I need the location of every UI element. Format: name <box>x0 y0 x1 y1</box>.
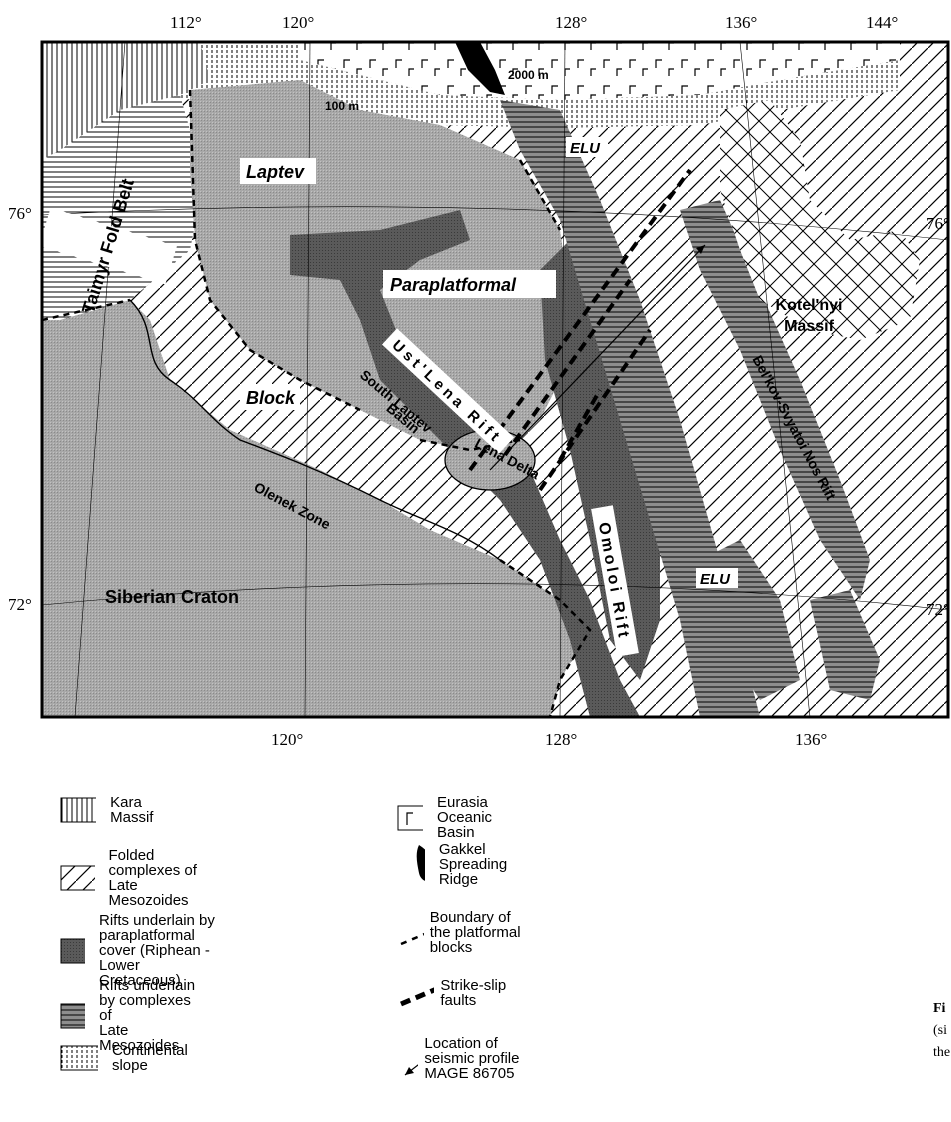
legend-label-kara: Kara Massif <box>110 794 154 826</box>
rift-mesozoides-band-1 <box>500 100 760 717</box>
top-tick-136: 136° <box>725 13 758 32</box>
rift-mesozoides-band-3 <box>810 590 880 700</box>
legend-label-strikeslip: Strike-slip faults <box>440 977 507 1009</box>
platformal-boundary-2 <box>499 558 592 717</box>
right-tick-72: 72° <box>926 600 950 619</box>
label-elu-1: ELU <box>570 140 601 157</box>
caption-fragment-3: the <box>933 1045 951 1060</box>
siberian-craton-area <box>42 300 590 717</box>
omoloi-rift-area <box>540 230 660 680</box>
kara-massif-area <box>42 42 210 160</box>
tectonic-map: 2000 m 100 m Laptev Paraplatformal Block… <box>40 40 950 719</box>
legend-swatch-strikeslip <box>400 987 435 1007</box>
left-tick-76: 76° <box>8 204 32 223</box>
legend-item-slope: Continental slope <box>60 1043 200 1073</box>
caption-fragment-2: (si <box>933 1023 947 1038</box>
map-frame <box>40 40 950 719</box>
legend-item-strikeslip: Strike-slip faults <box>397 978 506 1008</box>
contour-2000: 2000 m <box>508 68 549 82</box>
legend-swatch-boundary <box>400 932 424 945</box>
top-tick-120: 120° <box>282 13 315 32</box>
bottom-tick-128: 128° <box>545 730 578 749</box>
label-block: Block <box>246 388 296 408</box>
top-tick-128: 128° <box>555 13 588 32</box>
legend-item-seismic: Location of seismic profile MAGE 86705 <box>397 1035 520 1081</box>
bottom-tick-136: 136° <box>795 730 828 749</box>
graticule <box>42 42 948 717</box>
contour-100: 100 m <box>325 99 359 113</box>
label-kotelnyi-1: Kotel'nyi <box>776 297 843 314</box>
continental-slope-area <box>42 42 900 128</box>
left-tick-72: 72° <box>8 595 32 614</box>
legend-item-eurasia: Eurasia Oceanic Basin <box>397 795 516 840</box>
bottom-tick-120: 120° <box>271 730 304 749</box>
legend-item-boundary: Boundary of the platformal blocks <box>397 910 529 955</box>
kotelnyi-massif-area <box>720 100 920 340</box>
legend-label-boundary: Boundary of the platformal blocks <box>429 909 521 956</box>
eurasia-oceanic-basin-area <box>300 42 900 100</box>
legend-swatch-folded <box>60 865 95 891</box>
legend-label-slope: Continental slope <box>111 1042 188 1074</box>
legend-swatch-seismic <box>404 1063 419 1076</box>
legend-swatch-eurasia <box>397 805 424 830</box>
label-siberian: Siberian Craton <box>105 587 239 607</box>
label-elu-2: ELU <box>700 571 731 588</box>
label-paraplatformal: Paraplatformal <box>390 275 517 295</box>
strike-slip-faults <box>468 168 692 492</box>
legend-swatch-rifts-para <box>60 938 85 963</box>
platformal-boundary <box>42 89 562 452</box>
coastline <box>129 299 501 561</box>
belkov-svyatoi-nos-rift-area <box>680 200 870 600</box>
gakkel-spreading-ridge-shape <box>455 42 505 95</box>
top-tick-144: 144° <box>866 13 899 32</box>
legend-swatch-gakkel <box>416 844 425 881</box>
right-tick-76: 76° <box>926 214 950 233</box>
label-laptev: Laptev <box>246 162 305 182</box>
legend-item-kara: Kara Massif <box>60 795 167 825</box>
legend-swatch-rifts-meso <box>60 1003 86 1028</box>
legend-swatch-kara <box>60 797 97 823</box>
legend-item-gakkel: Gakkel Spreading Ridge <box>397 842 529 887</box>
caption-fragment-1: Fi <box>933 1001 946 1016</box>
legend-label-gakkel: Gakkel Spreading Ridge <box>438 841 508 888</box>
legend-swatch-slope <box>60 1045 98 1071</box>
legend-label-eurasia: Eurasia Oceanic Basin <box>437 794 493 841</box>
legend-label-seismic: Location of seismic profile MAGE 86705 <box>424 1034 520 1082</box>
seismic-profile-line <box>489 244 706 471</box>
top-tick-112: 112° <box>170 13 202 32</box>
label-kotelnyi-2: Massif <box>784 318 834 335</box>
